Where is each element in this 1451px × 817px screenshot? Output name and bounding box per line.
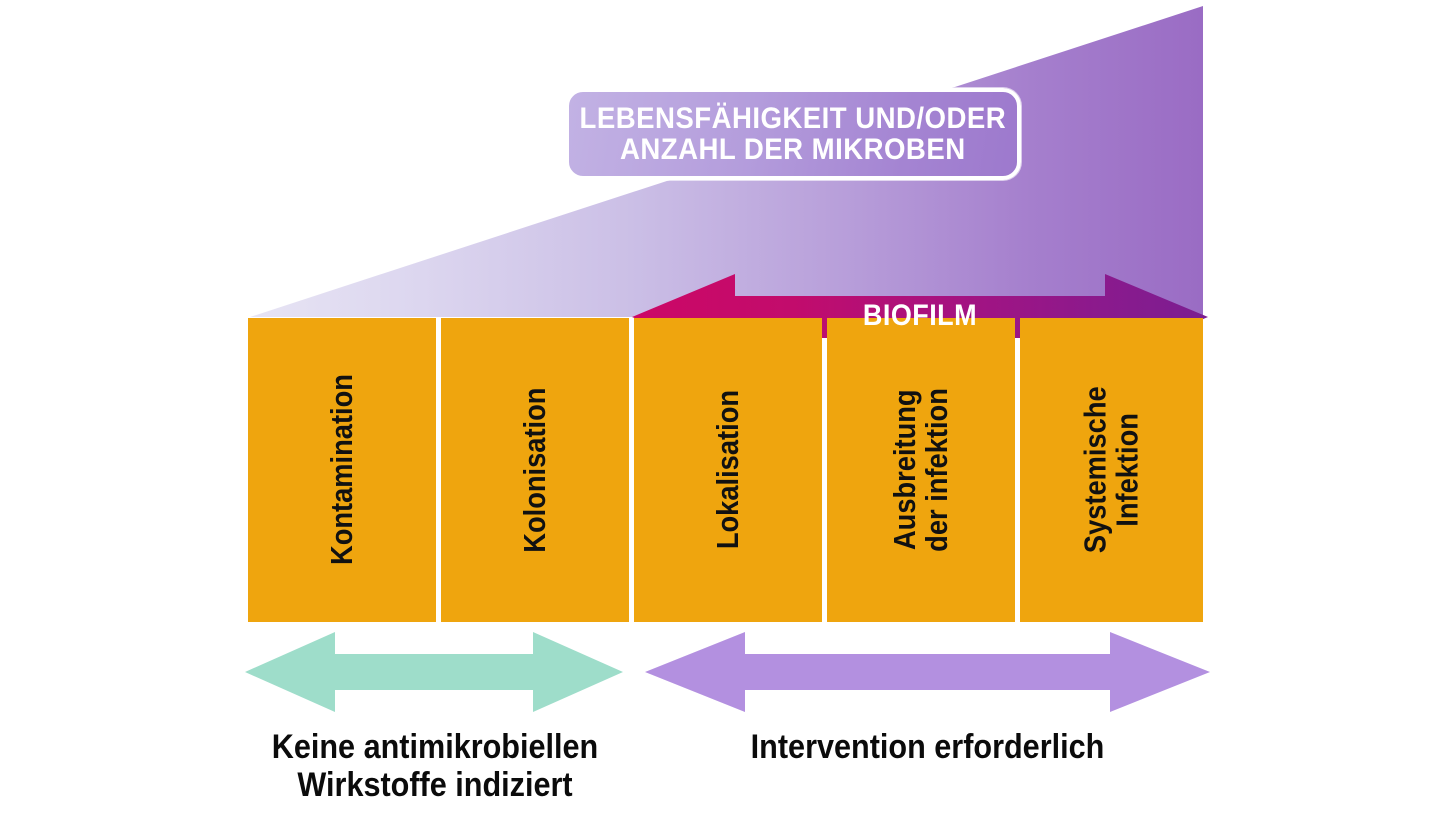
- caption-line: Intervention erforderlich: [750, 728, 1105, 766]
- intervention-required-arrow: [645, 632, 1210, 712]
- title-line-2: ANZAHL DER MIKROBEN: [620, 133, 966, 166]
- caption-line: Wirkstoffe indiziert: [297, 766, 573, 805]
- stage-block-kontamination[interactable]: [248, 318, 436, 622]
- biofilm-label: BIOFILM: [862, 299, 978, 332]
- caption-line: Keine antimikrobiellen: [271, 728, 599, 766]
- caption-intervention-required: Intervention erforderlich: [645, 728, 1210, 766]
- biofilm-arrow: [632, 274, 1208, 360]
- stage-block-kolonisation[interactable]: [441, 318, 629, 622]
- caption-no-antimicrobials: Keine antimikrobiellen Wirkstoffe indizi…: [245, 728, 625, 804]
- title-line-1: LEBENSFÄHIGKEIT UND/ODER: [579, 101, 1007, 135]
- stage-block-lokalisation[interactable]: [634, 318, 822, 622]
- title-badge: LEBENSFÄHIGKEIT UND/ODER ANZAHL DER MIKR…: [565, 88, 1021, 180]
- no-antimicrobials-arrow: [245, 632, 623, 712]
- stage-block-ausbreitung-der-infektion[interactable]: [827, 318, 1015, 622]
- stage-block-systemische-infektion[interactable]: [1020, 318, 1203, 622]
